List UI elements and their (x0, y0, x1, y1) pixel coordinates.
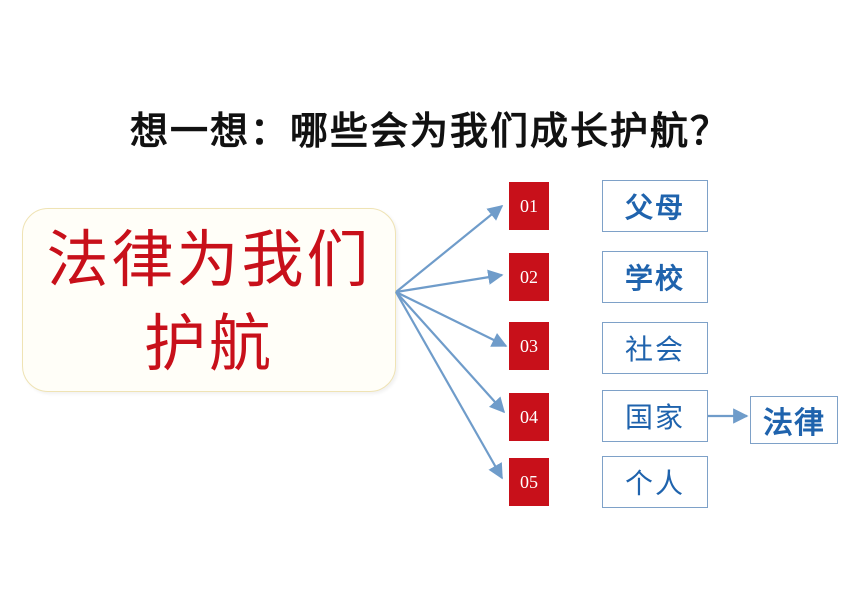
number-tag-03: 03 (509, 322, 549, 370)
arrow-to-item-03 (395, 291, 508, 347)
number-tag-04: 04 (509, 393, 549, 441)
page-title: 想一想：哪些会为我们成长护航？ (129, 109, 730, 153)
number-tag-02: 02 (509, 253, 549, 301)
item-box-country: 国家 (602, 390, 708, 442)
arrow-to-item-04 (395, 291, 506, 414)
arrow-to-item-02 (395, 269, 504, 294)
item-box-parents: 父母 (602, 180, 708, 232)
item-box-individual: 个人 (602, 456, 708, 508)
law-box: 法律 (750, 396, 838, 444)
number-tag-05: 05 (509, 458, 549, 506)
center-topic-line-1: 法律为我们 (46, 223, 372, 296)
center-topic-line-2: 护航 (143, 307, 274, 380)
item-box-society: 社会 (602, 322, 708, 374)
arrow-to-item-01 (395, 205, 504, 293)
arrow-to-item-05 (395, 291, 503, 480)
item-box-school: 学校 (602, 251, 708, 303)
center-topic-box: 法律为我们 护航 (22, 208, 396, 392)
number-tag-01: 01 (509, 182, 549, 230)
